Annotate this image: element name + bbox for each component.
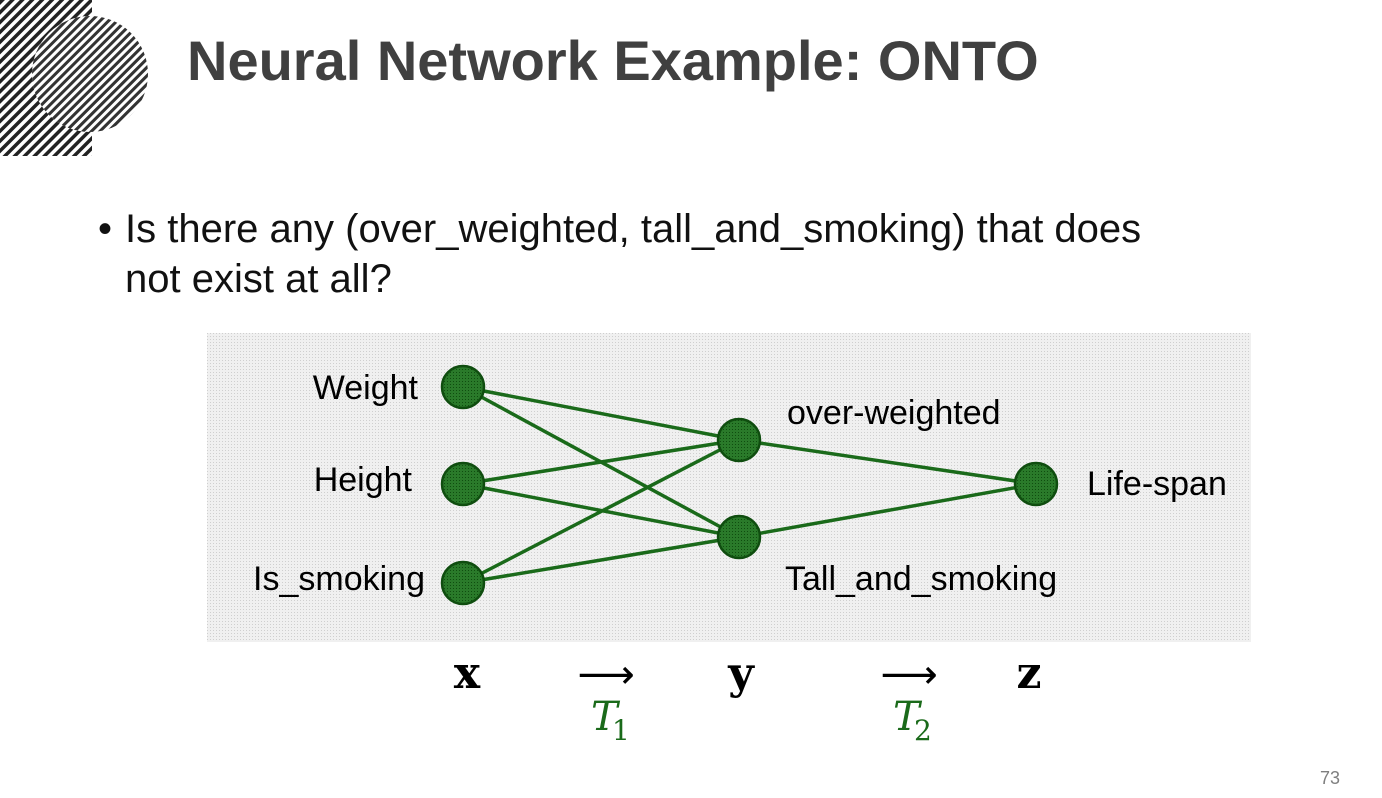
node-is-smoking bbox=[440, 560, 486, 606]
label-weight: Weight bbox=[313, 369, 419, 407]
node-tall-and-smoking bbox=[716, 514, 762, 560]
node-over-weighted bbox=[716, 417, 762, 463]
node-height bbox=[440, 461, 486, 507]
bullet-symbol: • bbox=[98, 207, 113, 251]
transform-t2-subscript: 2 bbox=[914, 714, 932, 747]
arrow-x-to-y: ⟶ bbox=[577, 652, 634, 698]
page-number: 73 bbox=[1319, 768, 1340, 788]
edge-weight-overweighted bbox=[462, 385, 740, 442]
label-height: Height bbox=[314, 461, 413, 499]
transform-t1-symbol: T bbox=[591, 694, 621, 740]
edge-overweighted-lifespan bbox=[738, 438, 1037, 486]
transform-t1-subscript: 1 bbox=[612, 714, 630, 747]
nodes bbox=[440, 364, 1059, 606]
label-over-weighted: over-weighted bbox=[787, 394, 1001, 432]
edge-height-overweighted bbox=[462, 438, 740, 486]
node-life-span bbox=[1013, 461, 1059, 507]
edge-smoking-overweighted bbox=[462, 438, 740, 585]
edge-smoking-tall bbox=[462, 535, 740, 585]
edge-tall-lifespan bbox=[738, 482, 1037, 539]
label-life-span: Life-span bbox=[1087, 465, 1227, 503]
label-is-smoking: Is_smoking bbox=[253, 560, 425, 598]
var-x: x bbox=[454, 648, 481, 699]
var-y: y bbox=[727, 648, 755, 699]
transform-t2: T 2 bbox=[893, 694, 932, 747]
diagram-panel bbox=[207, 333, 1251, 642]
page-title: Neural Network Example: ONTO bbox=[187, 29, 1039, 92]
edges bbox=[462, 385, 1037, 585]
striped-circles-logo-icon bbox=[0, 0, 148, 156]
node-weight bbox=[440, 364, 486, 410]
bullet-text: Is there any (over_weighted, tall_and_sm… bbox=[125, 207, 1142, 301]
transform-t2-symbol: T bbox=[893, 694, 923, 740]
label-tall-and-smoking: Tall_and_smoking bbox=[785, 560, 1057, 598]
transform-t1: T 1 bbox=[591, 694, 630, 747]
var-z: z bbox=[1017, 648, 1042, 699]
arrow-y-to-z: ⟶ bbox=[880, 652, 937, 698]
